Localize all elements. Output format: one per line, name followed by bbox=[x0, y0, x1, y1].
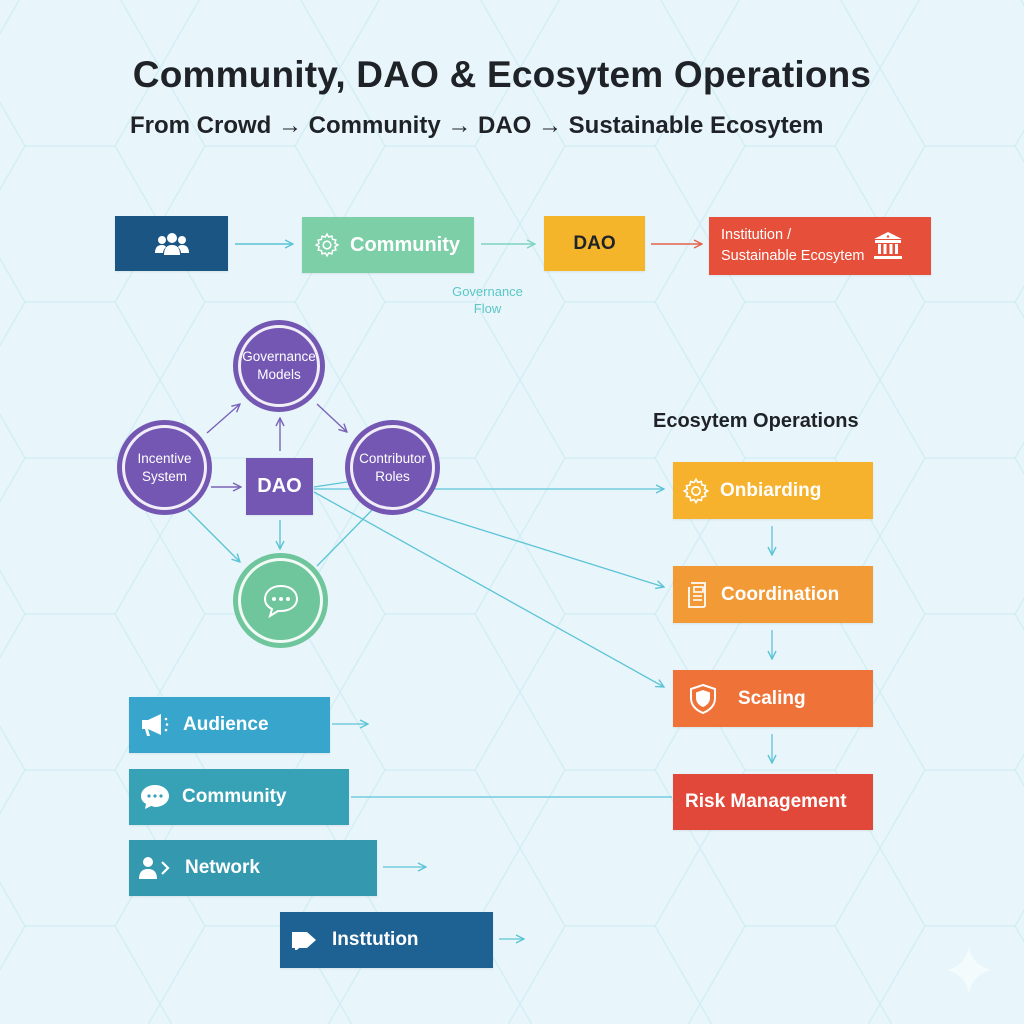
ops-step-coordination-label: Coordination bbox=[721, 583, 840, 605]
tag-arrow-icon bbox=[291, 930, 317, 950]
incentive-system-node[interactable]: Incentive System bbox=[117, 420, 212, 515]
governance-models-line1: Governance bbox=[242, 349, 316, 364]
dao-step[interactable]: DAO bbox=[544, 216, 645, 271]
governance-flow-line1: Governance bbox=[452, 284, 523, 299]
document-icon bbox=[687, 581, 709, 609]
ladder-audience-label: Audience bbox=[183, 714, 269, 735]
page-subtitle: From Crowd → Community → DAO → Sustainab… bbox=[130, 112, 824, 139]
sparkle-icon bbox=[947, 947, 991, 993]
page-title: Community, DAO & Ecosytem Operations bbox=[132, 54, 872, 95]
ladder-community[interactable]: Community bbox=[129, 769, 349, 825]
ladder-network-label: Network bbox=[185, 857, 260, 878]
contributor-roles-line1: Contributor bbox=[359, 450, 426, 466]
institution-step[interactable]: Institution / Sustainable Ecosytem bbox=[709, 217, 931, 275]
user-connect-icon bbox=[139, 856, 171, 880]
chat-bubble-icon bbox=[140, 784, 170, 810]
ladder-network[interactable]: Network bbox=[129, 840, 377, 896]
dao-center-node[interactable]: DAO bbox=[246, 458, 313, 515]
ladder-audience[interactable]: Audience bbox=[129, 697, 330, 753]
ladder-institution-label: Insttution bbox=[332, 929, 419, 950]
institution-step-label-line1: Institution / bbox=[721, 227, 792, 243]
ops-step-scaling[interactable]: Scaling bbox=[673, 670, 873, 727]
gear-icon bbox=[314, 232, 340, 258]
incentive-system-line1: Incentive bbox=[137, 450, 192, 466]
chat-node[interactable] bbox=[233, 553, 328, 648]
governance-models-node[interactable]: Governance Models bbox=[233, 320, 325, 412]
chat-bubble-icon bbox=[262, 584, 300, 618]
contributor-roles-node[interactable]: Contributor Roles bbox=[345, 420, 440, 515]
users-icon bbox=[153, 232, 191, 256]
incentive-system-line2: System bbox=[141, 468, 187, 484]
institution-step-label-line2: Sustainable Ecosytem bbox=[721, 248, 865, 264]
ecosystem-operations-title: Ecosytem Operations bbox=[653, 410, 859, 432]
crowd-step[interactable] bbox=[115, 216, 228, 271]
ops-step-scaling-label: Scaling bbox=[738, 687, 806, 709]
ops-step-risk-management[interactable]: Risk Management bbox=[673, 774, 873, 830]
contributor-roles-line2: Roles bbox=[375, 468, 410, 484]
governance-models-line2: Models bbox=[257, 367, 301, 382]
gear-icon bbox=[682, 477, 710, 505]
governance-flow-line2: Flow bbox=[473, 301, 502, 316]
governance-flow-annotation: Governance Flow bbox=[440, 283, 535, 317]
community-step[interactable]: Community bbox=[302, 217, 474, 273]
dao-step-label: DAO bbox=[573, 232, 616, 254]
ops-step-risk-management-label: Risk Management bbox=[685, 791, 847, 812]
ops-step-onboarding[interactable]: Onbiarding bbox=[673, 462, 873, 519]
ops-step-coordination[interactable]: Coordination bbox=[673, 566, 873, 623]
megaphone-icon bbox=[141, 712, 171, 738]
ops-step-onboarding-label: Onbiarding bbox=[720, 479, 822, 501]
ladder-community-label: Community bbox=[182, 786, 287, 807]
ladder-institution[interactable]: Insttution bbox=[280, 912, 493, 968]
bank-icon bbox=[872, 231, 904, 261]
dao-center-label: DAO bbox=[257, 475, 302, 497]
shield-icon bbox=[690, 683, 716, 714]
community-step-label: Community bbox=[350, 233, 460, 256]
